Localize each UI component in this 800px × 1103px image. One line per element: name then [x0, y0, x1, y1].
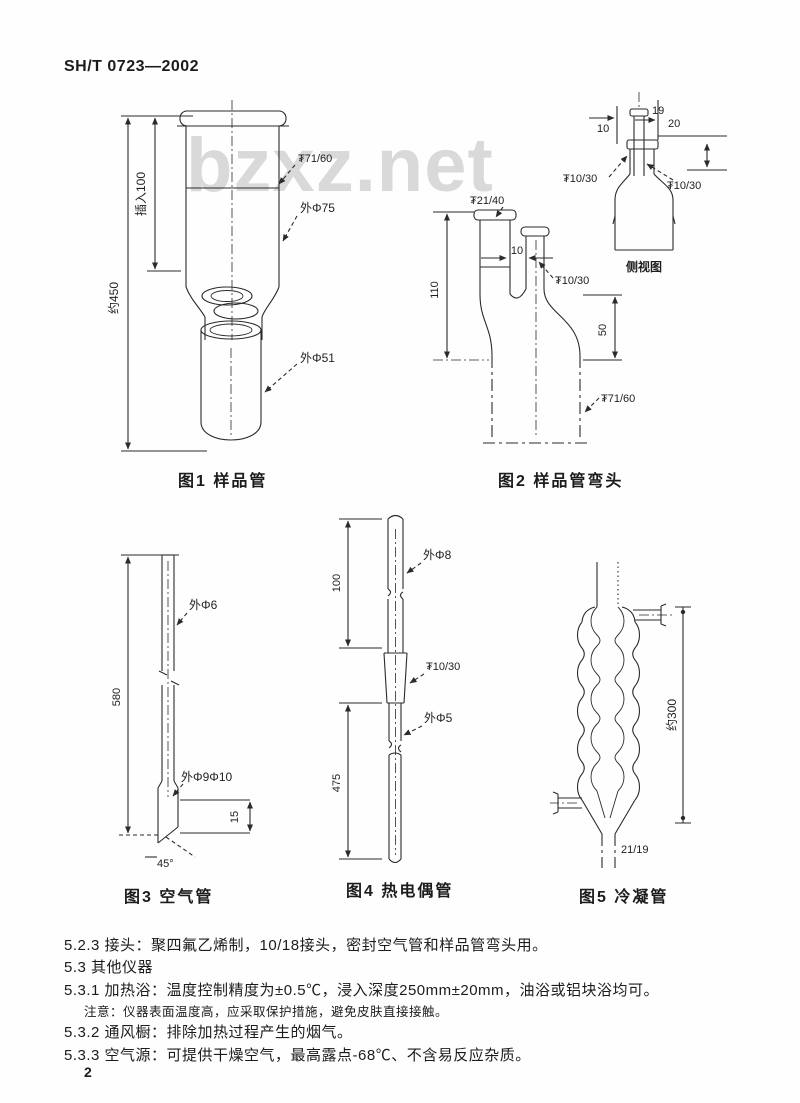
fig1-sample-tube-drawing: 插入100 约450 ₮71/60 外Φ75 外Φ51 [106, 100, 335, 452]
fig2-side-joint-left: ₮10/30 [563, 173, 597, 185]
fig2-label-dim-110: 110 [429, 281, 441, 299]
fig4-dimensions [339, 518, 425, 860]
fig2-outline [473, 209, 587, 444]
fig5-label-joint-21-19: 21/19 [621, 844, 649, 856]
fig2-side-dim-10: 10 [597, 123, 609, 135]
fig4-caption: 图4 热电偶管 [346, 883, 454, 900]
fig2-side-view-label: 侧视图 [626, 259, 662, 274]
fig5-outline [550, 562, 675, 868]
document-number: SH/T 0723—2002 [64, 58, 200, 75]
fig4-label-outer-8: 外Φ8 [423, 548, 452, 562]
fig4-thermocouple-tube-drawing: 100 475 外Φ8 ₮10/30 外Φ5 [331, 514, 460, 864]
fig1-label-outer-75: 外Φ75 [300, 201, 335, 215]
fig4-label-dim-475: 475 [331, 774, 343, 792]
fig3-label-outer-6: 外Φ6 [189, 598, 218, 612]
clause-5-2-3: 5.2.3 接头：聚四氟乙烯制，10/18接头，密封空气管和样品管弯头用。 [64, 937, 548, 954]
fig3-air-tube-drawing: 580 外Φ6 外Φ9Φ10 15 45° [111, 554, 253, 870]
watermark-text: bzxz.net [186, 123, 494, 208]
fig5-dimensions [675, 606, 691, 824]
fig5-condenser-drawing: 约300 21/19 [550, 562, 691, 868]
note-caution: 注意：仪器表面温度高，应采取保护措施，避免皮肤直接接触。 [84, 1005, 449, 1019]
clause-5-3-1: 5.3.1 加热浴：温度控制精度为±0.5℃，浸入深度250mm±20mm，油浴… [64, 982, 660, 999]
fig4-label-joint-10-30: ₮10/30 [426, 661, 460, 673]
fig2-side-dim-19: 19 [652, 105, 664, 117]
fig5-label-dim-300: 约300 [664, 699, 679, 731]
page-number: 2 [84, 1064, 92, 1080]
fig2-elbow-drawing: ₮21/40 10 ₮10/30 110 50 ₮71/60 10 19 20 … [429, 92, 727, 444]
clause-5-3: 5.3 其他仪器 [64, 959, 154, 976]
fig1-label-overall-length: 约450 [106, 282, 121, 314]
fig1-outline [177, 100, 289, 441]
fig4-label-dim-100: 100 [331, 574, 343, 592]
fig2-label-joint-71-60: ₮71/60 [601, 393, 635, 405]
fig3-dimensions [119, 554, 253, 836]
fig4-label-outer-5: 外Φ5 [424, 711, 453, 725]
fig1-caption: 图1 样品管 [178, 473, 268, 490]
clause-5-3-3: 5.3.3 空气源：可提供干燥空气，最高露点-68℃、不含易反应杂质。 [64, 1047, 531, 1064]
fig2-side-joint-right: ₮10/30 [667, 180, 701, 192]
fig2-label-dim-10: 10 [511, 245, 523, 257]
fig2-caption: 图2 样品管弯头 [498, 473, 624, 490]
fig3-label-dim-580: 580 [111, 688, 123, 706]
fig1-label-joint-71-60: ₮71/60 [298, 153, 332, 165]
clause-5-3-2: 5.3.2 通风橱：排除加热过程产生的烟气。 [64, 1024, 353, 1041]
fig3-outline [145, 554, 196, 858]
fig2-label-joint-21-40: ₮21/40 [470, 195, 504, 207]
fig3-label-dim-15: 15 [229, 811, 241, 823]
fig2-dimensions [433, 206, 622, 413]
fig1-label-insert-depth: 插入100 [134, 172, 148, 216]
fig3-label-outer-9-10: 外Φ9Φ10 [181, 770, 232, 784]
fig3-caption: 图3 空气管 [124, 889, 214, 906]
fig3-label-angle-45: 45° [157, 858, 174, 870]
fig1-label-outer-51: 外Φ51 [300, 351, 335, 365]
fig2-label-dim-50: 50 [597, 324, 609, 336]
fig4-outline [383, 514, 408, 864]
fig5-caption: 图5 冷凝管 [579, 889, 669, 906]
fig2-side-view [589, 92, 727, 251]
fig1-dimensions [121, 115, 298, 452]
fig2-side-dim-20: 20 [668, 118, 680, 130]
fig2-label-joint-10-30: ₮10/30 [555, 275, 589, 287]
